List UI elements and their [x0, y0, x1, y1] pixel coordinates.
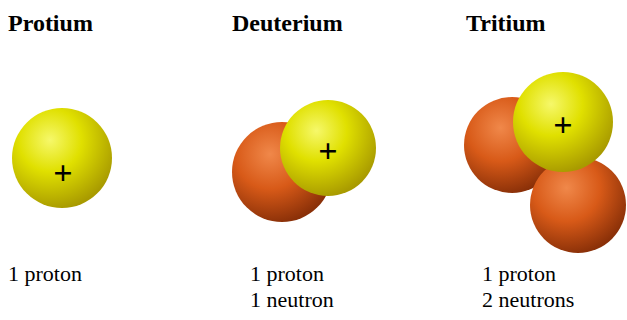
- charge-sign: +: [53, 154, 72, 191]
- isotope-heading: Protium: [8, 10, 93, 36]
- isotope-heading: Tritium: [466, 10, 546, 36]
- charge-sign: +: [318, 132, 337, 169]
- particle-count: 1 proton: [482, 262, 556, 286]
- proton-ball: [280, 100, 376, 196]
- particle-count: 1 proton: [8, 262, 82, 286]
- neutron-ball: [530, 157, 626, 253]
- charge-sign: +: [553, 106, 572, 143]
- proton-ball: [513, 72, 613, 172]
- isotope-heading: Deuterium: [232, 10, 343, 36]
- particle-count: 2 neutrons: [482, 288, 574, 312]
- particle-count: 1 neutron: [250, 288, 334, 312]
- particle-count: 1 proton: [250, 262, 324, 286]
- proton-ball: [12, 108, 112, 208]
